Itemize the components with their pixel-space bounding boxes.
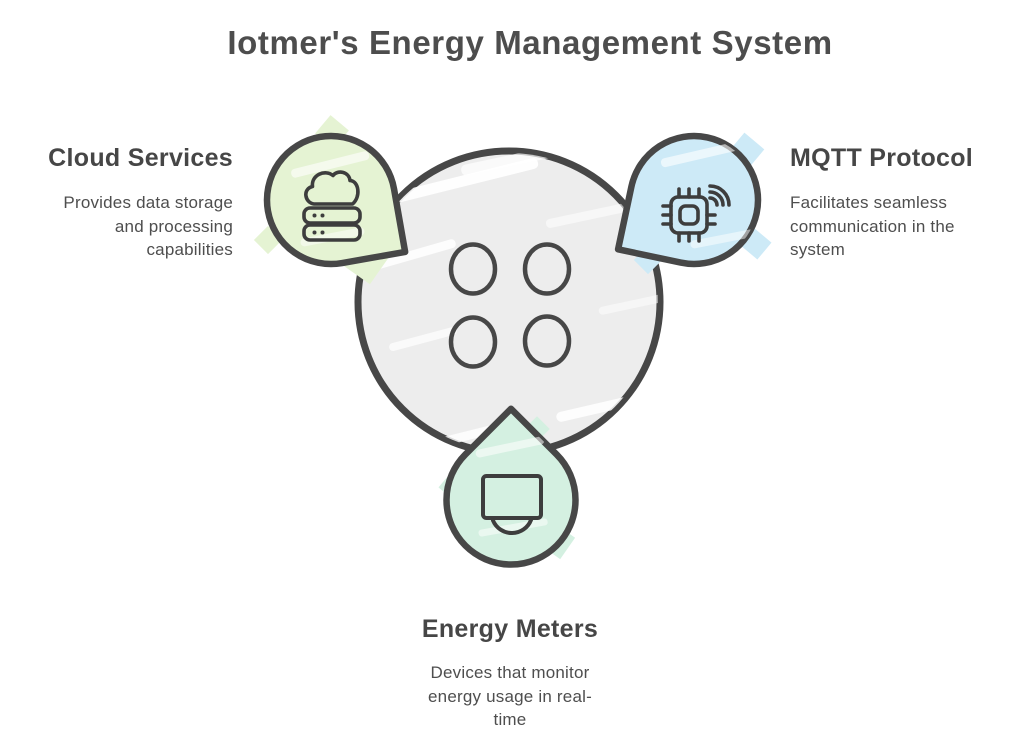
cloud-server-icon xyxy=(302,170,362,242)
server-led xyxy=(320,213,325,218)
mqtt-node-heading: MQTT Protocol xyxy=(790,144,974,172)
description-line: time xyxy=(493,710,527,729)
sketch-streak xyxy=(660,141,740,168)
cloud-node-shape xyxy=(263,132,409,268)
cloud-node-description: Provides data storage and processing cap… xyxy=(13,191,233,262)
wifi-arc xyxy=(708,184,731,207)
sketch-streak xyxy=(373,239,456,270)
sketch-streak xyxy=(389,326,457,352)
sketch-streak xyxy=(291,151,370,178)
button-hole xyxy=(448,315,498,369)
wifi-arc xyxy=(708,190,725,207)
server-tier-bottom xyxy=(302,223,362,242)
chip-core xyxy=(678,204,700,226)
monitor-icon xyxy=(481,474,543,535)
button-hole xyxy=(522,314,572,368)
monitor-screen xyxy=(481,474,543,520)
description-line: communication in the xyxy=(790,216,955,236)
button-hole xyxy=(522,242,572,296)
meters-node-description: Devices that monitor energy usage in rea… xyxy=(310,661,710,732)
sketch-streak xyxy=(475,436,545,458)
sketch-streak xyxy=(598,293,658,315)
server-led xyxy=(312,230,317,235)
sketch-streak xyxy=(392,158,539,203)
mqtt-node-description: Facilitates seamless communication in th… xyxy=(790,191,1015,262)
sketch-streak xyxy=(690,229,755,249)
description-line: energy usage in real- xyxy=(428,686,592,706)
button-hole xyxy=(448,242,498,296)
wifi-arc xyxy=(708,196,719,207)
server-led xyxy=(312,213,317,218)
server-leds xyxy=(312,213,325,235)
server-tier-top xyxy=(302,206,362,225)
cloud-node-heading: Cloud Services xyxy=(48,144,233,172)
sketch-streaks-mqtt xyxy=(660,141,755,249)
description-line: Provides data storage xyxy=(63,193,233,212)
description-line: Facilitates seamless xyxy=(790,193,948,212)
description-line: and processing xyxy=(114,216,233,236)
server-led xyxy=(320,230,325,235)
page-title: Iotmer's Energy Management System xyxy=(227,24,833,61)
meters-node-heading: Energy Meters xyxy=(421,615,599,643)
description-line: Devices that monitor xyxy=(430,663,590,682)
description-line: capabilities xyxy=(146,240,233,259)
cloud-glyph xyxy=(304,170,360,206)
description-line: system xyxy=(790,240,846,259)
chip-wifi-icon xyxy=(661,184,731,243)
sketch-streak xyxy=(545,200,640,228)
mqtt-node-shape xyxy=(614,132,762,268)
monitor-stand xyxy=(491,518,533,535)
button-holes xyxy=(448,242,572,369)
sketch-streak xyxy=(461,153,589,176)
